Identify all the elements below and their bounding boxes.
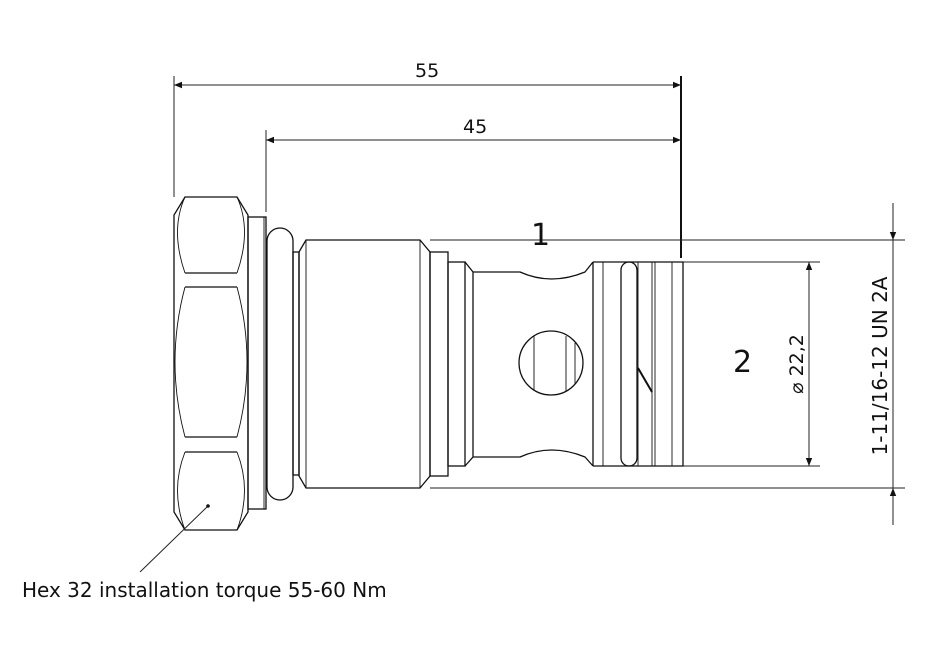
dim-55-label: 55 — [415, 60, 440, 82]
washer — [247, 216, 267, 510]
cross-port-hole — [518, 330, 584, 396]
port-2-label: 2 — [733, 345, 753, 380]
hex-nut — [173, 196, 249, 531]
extension-lines — [173, 76, 905, 489]
leader-line — [139, 505, 209, 573]
torque-note: Hex 32 installation torque 55-60 Nm — [22, 578, 387, 602]
diameter-label: ⌀ 22,2 — [786, 334, 808, 394]
port-1-label: 1 — [531, 218, 551, 253]
valve-body — [292, 239, 684, 489]
thread-label: 1-11/16-12 UN 2A — [868, 276, 892, 456]
dim-45-label: 45 — [463, 116, 488, 138]
o-ring — [266, 227, 294, 501]
leader-dot — [206, 504, 210, 508]
